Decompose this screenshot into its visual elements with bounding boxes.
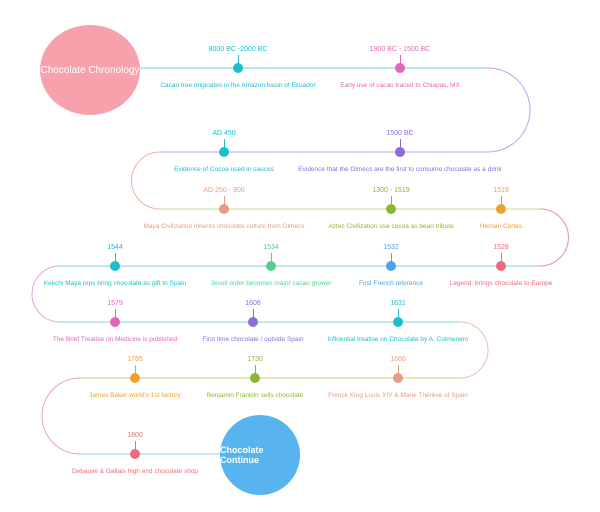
event-description: The Brief Treatise on Medicine is publis… — [52, 336, 178, 343]
event-stem — [398, 365, 399, 374]
event-stem — [400, 55, 401, 64]
start-node: Chocolate Chronology — [40, 25, 140, 115]
event-date: 1544 — [107, 244, 123, 251]
event-date: 1900 BC - 1500 BC — [369, 46, 431, 53]
event-stem — [253, 309, 254, 318]
event-stem — [391, 196, 392, 205]
event-date: 1532 — [383, 244, 399, 251]
event-stem — [398, 309, 399, 318]
event-dot — [395, 147, 405, 157]
event-dot — [496, 261, 506, 271]
event-date: 1528 — [493, 244, 509, 251]
event-dot — [248, 317, 258, 327]
event-description: Influential treatise on Chocolate by A. … — [327, 336, 469, 343]
event-dot — [250, 373, 260, 383]
event-stem — [135, 365, 136, 374]
event-description: Evidence that the Olmecs are the first t… — [298, 166, 502, 173]
event-description: James Baker world's 1st factory — [89, 392, 181, 399]
event-dot — [395, 63, 405, 73]
event-stem — [224, 139, 225, 148]
event-date: 1534 — [263, 244, 279, 251]
event-description: Hernán Cortés — [479, 223, 523, 230]
event-dot — [496, 204, 506, 214]
event-dot — [393, 317, 403, 327]
event-stem — [400, 139, 401, 148]
event-date: 1606 — [245, 300, 261, 307]
event-description: Jesuit order becomes major cacao grower — [210, 280, 332, 287]
event-date: 8000 BC -2000 BC — [208, 46, 268, 53]
event-description: Early use of cacao traced to Chiapas, MX — [340, 82, 460, 89]
event-dot — [110, 317, 120, 327]
event-dot — [130, 373, 140, 383]
event-stem — [238, 55, 239, 64]
event-description: Legend: brings chocolate to Europe — [449, 280, 553, 287]
event-dot — [130, 449, 140, 459]
event-date: AD 450 — [212, 130, 236, 137]
event-date: 1519 — [493, 187, 509, 194]
event-dot — [386, 261, 396, 271]
event-date: 1765 — [127, 356, 143, 363]
event-stem — [501, 196, 502, 205]
event-description: Cacao tree originates in the Amazon basi… — [160, 82, 316, 89]
event-date: 1500 BC — [386, 130, 414, 137]
event-date: 1660 — [390, 356, 406, 363]
event-date: 1631 — [390, 300, 406, 307]
event-stem — [115, 309, 116, 318]
event-dot — [233, 63, 243, 73]
event-stem — [391, 253, 392, 262]
event-dot — [110, 261, 120, 271]
event-description: Evidence of Cocoa used in sauces — [174, 166, 274, 173]
event-description: First time chocolate / outside Spain — [202, 336, 304, 343]
event-date: 1579 — [107, 300, 123, 307]
event-date: 1800 — [127, 432, 143, 439]
event-description: Frenck King Louis XIV & Marie Thérèse of… — [328, 392, 468, 399]
event-stem — [115, 253, 116, 262]
event-stem — [255, 365, 256, 374]
event-description: Aztec Civilization use cocoa as bean tri… — [328, 223, 454, 230]
event-dot — [386, 204, 396, 214]
event-stem — [501, 253, 502, 262]
event-stem — [135, 441, 136, 450]
event-dot — [393, 373, 403, 383]
event-date: 1300 - 1519 — [372, 187, 410, 194]
event-stem — [271, 253, 272, 262]
event-description: Debauve & Gallais high end chocolate sho… — [71, 468, 199, 475]
event-stem — [224, 196, 225, 205]
event-date: AD 250 - 900 — [203, 187, 245, 194]
event-date: 1730 — [247, 356, 263, 363]
end-node: Chocolate Continue — [220, 415, 300, 495]
event-description: Maya Civilization inherits chocolate cul… — [143, 223, 305, 230]
event-description: Benjamin Franklin sells chocolate — [206, 392, 304, 399]
event-dot — [219, 204, 229, 214]
event-description: Kekchi Maya reps bring chocolate as gift… — [43, 280, 187, 287]
event-description: First French reference — [359, 280, 423, 287]
event-dot — [266, 261, 276, 271]
event-dot — [219, 147, 229, 157]
